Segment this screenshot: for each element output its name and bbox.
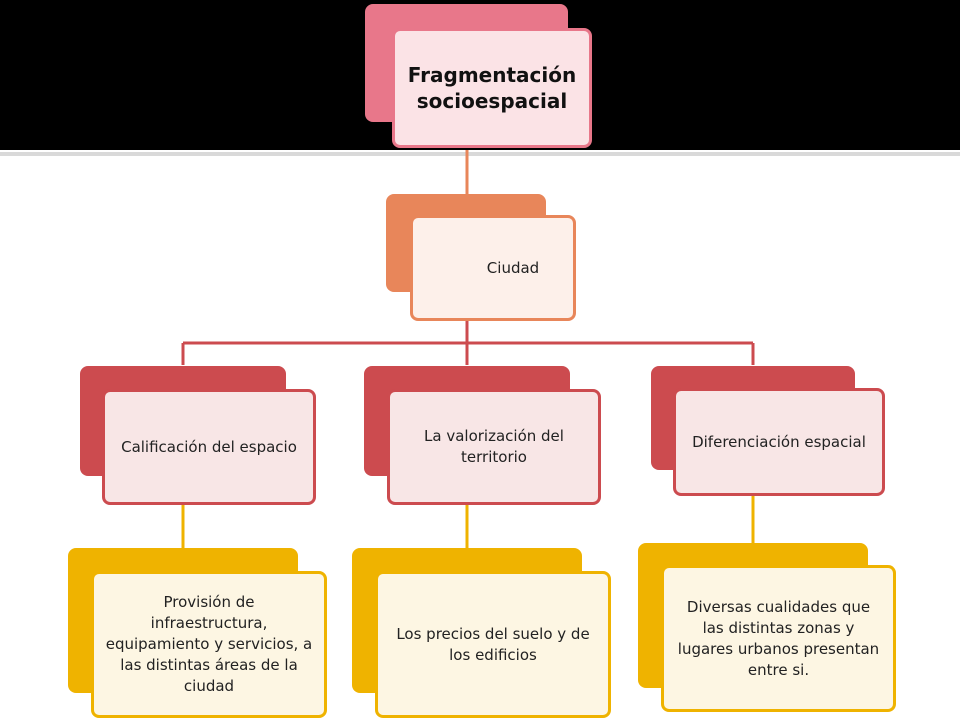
leaf-node-1-label: Provisión de infraestructura, equipamien… [105, 593, 313, 695]
leaf-node-2-label: Los precios del suelo y de los edificios [396, 624, 590, 664]
title-bar-divider [0, 152, 960, 156]
leaf-node-2-card: Los precios del suelo y de los edificios [375, 571, 611, 718]
branch-node-2-label: La valorización del territorio [424, 427, 564, 466]
city-node-label: Ciudad [486, 258, 540, 277]
branch-node-1-card: Calificación del espacio [102, 389, 316, 505]
branch-node-3-card: Diferenciación espacial [673, 388, 885, 496]
city-node-card: Ciudad [410, 215, 576, 321]
branch-node-2-card: La valorización del territorio [387, 389, 601, 505]
leaf-node-1-card: Provisión de infraestructura, equipamien… [91, 571, 327, 718]
leaf-node-3-card: Diversas cualidades que las distintas zo… [661, 565, 896, 712]
branch-node-3-label: Diferenciación espacial [692, 432, 866, 451]
root-node-card: Fragmentación socioespacial [392, 28, 592, 148]
root-node-label: Fragmentación socioespacial [407, 63, 577, 113]
leaf-node-3-label: Diversas cualidades que las distintas zo… [677, 597, 880, 679]
branch-node-1-label: Calificación del espacio [121, 437, 297, 456]
